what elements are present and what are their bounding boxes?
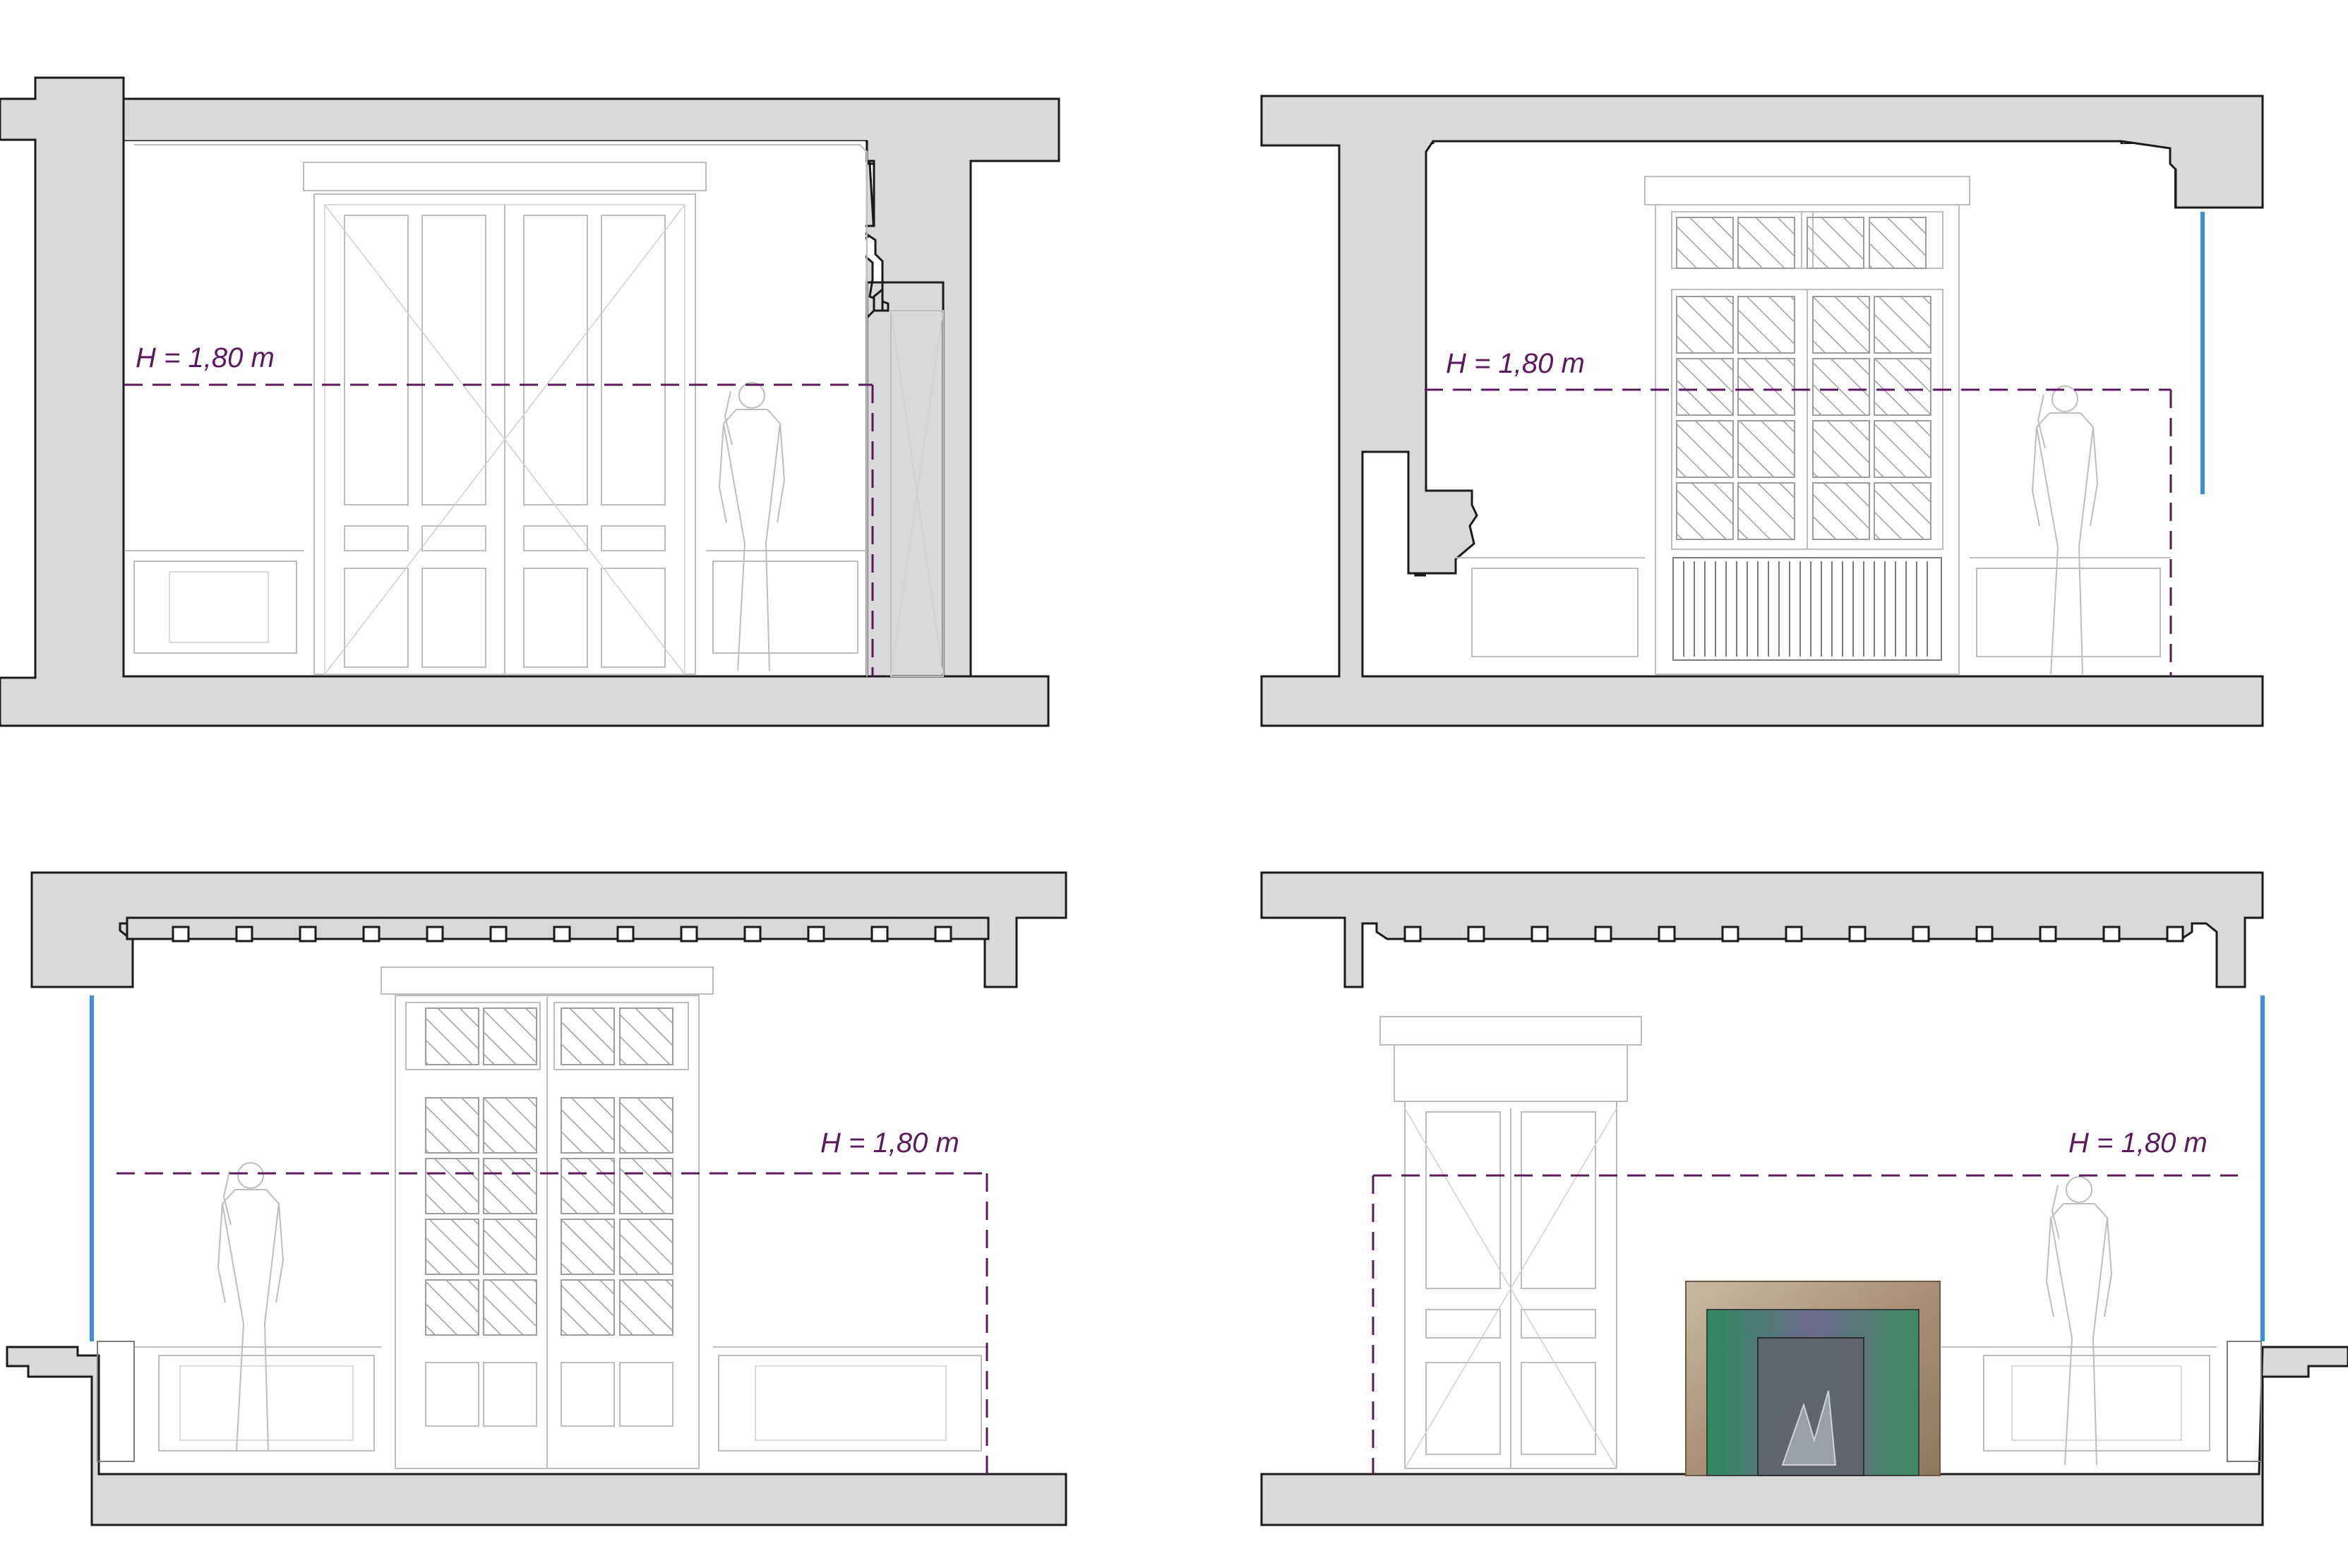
wainscot-panels <box>1454 557 2171 657</box>
radiator <box>2227 1341 2262 1462</box>
human-figure-icon <box>2046 1176 2112 1466</box>
window-with-radiator <box>1644 176 1970 675</box>
height-label: H = 1,80 m <box>820 1127 959 1159</box>
cornice-line <box>134 144 868 676</box>
wainscot-panels <box>1941 1346 2217 1452</box>
wall-section <box>1260 871 2348 1526</box>
dentil-blocks <box>1403 926 2184 942</box>
side-door-section <box>890 310 944 677</box>
ceiling-slab <box>122 97 1060 678</box>
wainscot-panels <box>134 1346 988 1452</box>
elevation-bottom-left: H = 1,80 m <box>6 871 1067 1526</box>
dentil-blocks <box>172 926 952 942</box>
double-door <box>303 162 707 675</box>
wainscot-panels <box>124 550 867 654</box>
elevation-bottom-right: H = 1,80 m <box>1260 871 2348 1526</box>
flame-icon <box>1781 1390 1837 1466</box>
pedimented-door <box>1379 1016 1642 1469</box>
elevation-top-right: H = 1,80 m <box>1260 95 2264 727</box>
radiator <box>1672 557 1942 661</box>
left-wall-section <box>0 76 1050 727</box>
elevation-top-left: H = 1,80 m <box>0 76 1060 727</box>
human-figure-icon <box>217 1162 284 1452</box>
height-label: H = 1,80 m <box>136 342 275 373</box>
structural-section <box>1260 95 2264 727</box>
marble-fireplace <box>1685 1281 1941 1476</box>
height-label: H = 1,80 m <box>2068 1127 2208 1159</box>
glazed-double-door <box>381 966 714 1469</box>
height-label: H = 1,80 m <box>1446 348 1585 379</box>
radiator <box>97 1341 135 1462</box>
radiator-fins <box>1683 561 1928 657</box>
